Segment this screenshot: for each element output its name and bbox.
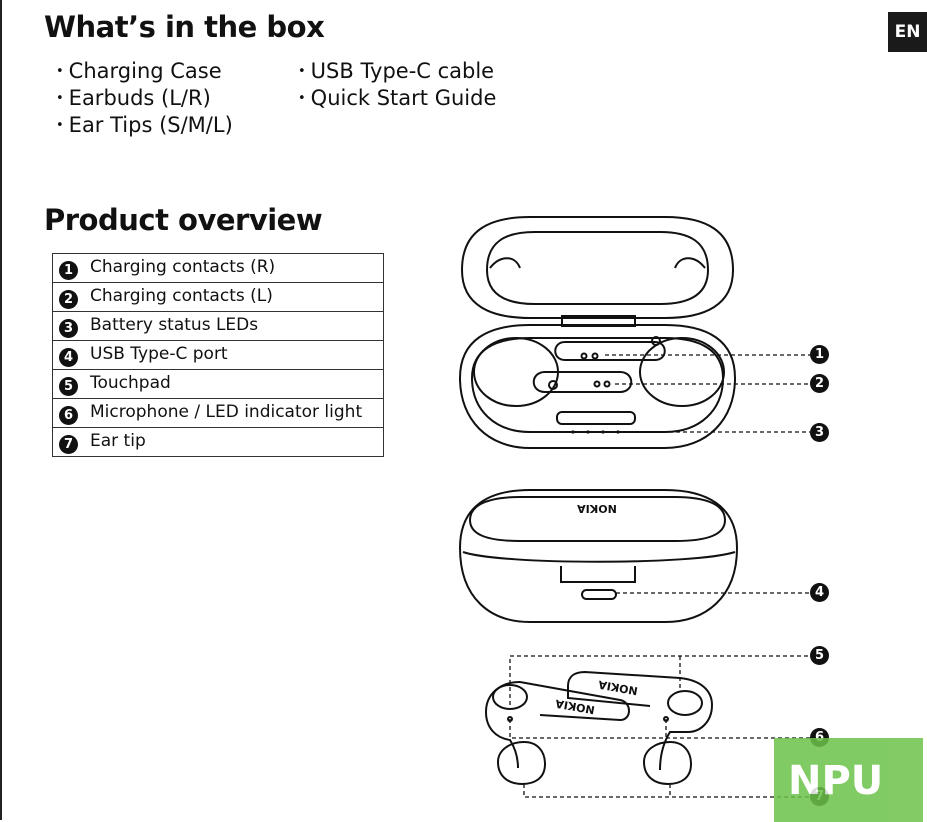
closed-case-drawing [458, 489, 739, 623]
callout-3: 3 [810, 423, 829, 442]
part-label: Microphone / LED indicator light [90, 401, 363, 422]
number-badge: 2 [59, 289, 78, 309]
box-item: Ear Tips (S/M/L) [56, 112, 233, 139]
case-base-drawing [458, 324, 737, 449]
npu-watermark: NPU [774, 738, 923, 822]
case-lid-drawing [460, 216, 735, 319]
table-row: 3 Battery status LEDs [52, 311, 384, 341]
language-tab: EN [888, 12, 927, 52]
number-badge: 4 [59, 347, 78, 367]
callout-1: 1 [810, 345, 829, 364]
part-label: USB Type-C port [90, 343, 228, 364]
table-row: 2 Charging contacts (L) [52, 282, 384, 312]
box-contents-heading: What’s in the box [44, 10, 325, 44]
callout-4: 4 [810, 583, 829, 602]
number-badge: 5 [59, 376, 78, 396]
number-badge: 6 [59, 405, 78, 425]
number-badge: 1 [59, 260, 78, 280]
earbuds-drawing [484, 670, 714, 786]
svg-text:NPU: NPU [788, 760, 883, 800]
box-contents-list-right: USB Type-C cable Quick Start Guide [298, 58, 497, 112]
table-row: 5 Touchpad [52, 369, 384, 399]
callout-2: 2 [810, 374, 829, 393]
table-row: 7 Ear tip [52, 427, 384, 457]
number-badge: 7 [59, 434, 78, 454]
battery-leds-drawing [571, 430, 620, 434]
box-contents-list-left: Charging Case Earbuds (L/R) Ear Tips (S/… [56, 58, 233, 139]
table-row: 6 Microphone / LED indicator light [52, 398, 384, 428]
product-overview-heading: Product overview [44, 203, 323, 237]
box-item: Charging Case [56, 58, 233, 85]
table-row: 1 Charging contacts (R) [52, 253, 384, 283]
number-badge: 3 [59, 318, 78, 338]
part-label: Touchpad [90, 372, 171, 393]
part-label: Ear tip [90, 430, 146, 451]
callout-5: 5 [810, 646, 829, 665]
case-brand-text: NOKIA [577, 502, 617, 515]
callout-leader-lines [509, 354, 810, 798]
part-label: Charging contacts (L) [90, 285, 273, 306]
earbud-brand-text-right: NOKIA [597, 678, 639, 698]
part-label: Charging contacts (R) [90, 256, 276, 277]
part-label: Battery status LEDs [90, 314, 259, 335]
parts-legend-table: 1 Charging contacts (R) 2 Charging contact… [52, 253, 384, 457]
table-row: 4 USB Type-C port [52, 340, 384, 370]
npu-logo-icon: NPU [788, 760, 883, 800]
box-item: USB Type-C cable [298, 58, 496, 85]
box-item: Quick Start Guide [298, 85, 497, 112]
box-item: Earbuds (L/R) [56, 85, 233, 112]
